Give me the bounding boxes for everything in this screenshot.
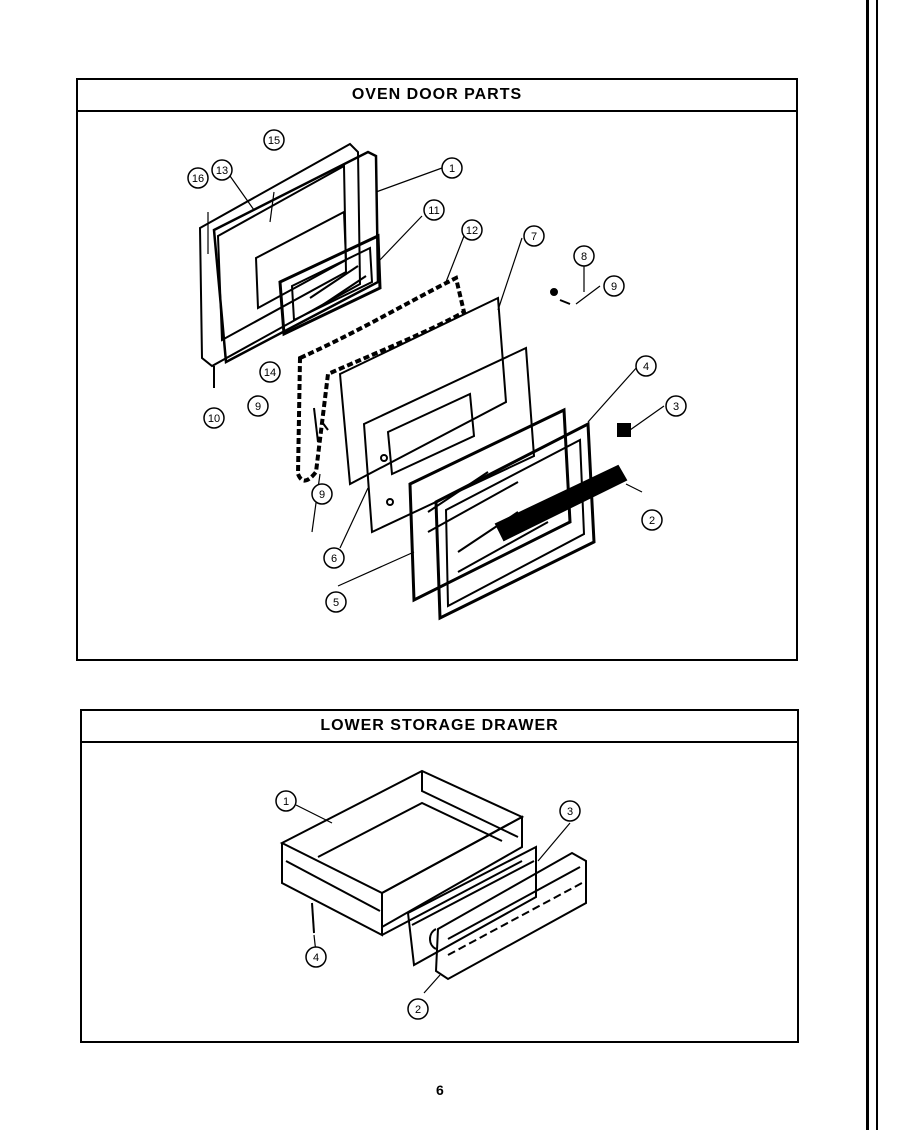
callout-8: 8 bbox=[573, 245, 595, 267]
oven-door-diagram bbox=[198, 142, 665, 621]
page-number: 6 bbox=[436, 1082, 444, 1098]
svg-text:2: 2 bbox=[649, 515, 655, 527]
inner-glass bbox=[408, 407, 572, 603]
drawer-diagram: 1 2 3 4 bbox=[275, 769, 587, 1020]
svg-text:1: 1 bbox=[449, 163, 455, 175]
callout-10: 10 bbox=[203, 407, 225, 429]
callout-5: 5 bbox=[325, 591, 347, 613]
svg-text:11: 11 bbox=[428, 205, 439, 217]
svg-text:5: 5 bbox=[333, 597, 339, 609]
callout-11: 11 bbox=[423, 199, 445, 221]
oven-door-panel: OVEN DOOR PARTS bbox=[76, 78, 798, 661]
callout-16: 16 bbox=[187, 167, 209, 189]
outer-glass bbox=[434, 421, 596, 621]
page-edge-line-outer bbox=[876, 0, 878, 1130]
drawer-callout-2: 2 bbox=[407, 998, 429, 1020]
drawer-title: LOWER STORAGE DRAWER bbox=[82, 711, 797, 743]
svg-text:13: 13 bbox=[216, 165, 228, 177]
door-gasket bbox=[295, 275, 467, 483]
drawer-box bbox=[279, 769, 525, 895]
svg-text:14: 14 bbox=[264, 367, 276, 379]
callout-7: 7 bbox=[523, 225, 545, 247]
svg-text:9: 9 bbox=[319, 489, 325, 501]
callout-12: 12 bbox=[461, 219, 483, 241]
drawer-callout-1: 1 bbox=[275, 790, 297, 812]
oven-door-callouts: 1 2 3 4 5 6 7 8 9 9 9 10 11 12 13 14 15 … bbox=[187, 129, 687, 613]
callout-13: 13 bbox=[211, 159, 233, 181]
callout-2: 2 bbox=[641, 509, 663, 531]
callout-3: 3 bbox=[665, 395, 687, 417]
svg-text:4: 4 bbox=[313, 952, 319, 964]
drawer-rail bbox=[434, 851, 587, 981]
callout-9c: 9 bbox=[311, 483, 333, 505]
svg-text:3: 3 bbox=[567, 806, 573, 818]
drawer-panel: LOWER STORAGE DRAWER bbox=[80, 709, 799, 1043]
callout-9b: 9 bbox=[247, 395, 269, 417]
svg-text:4: 4 bbox=[643, 361, 649, 373]
oven-door-title: OVEN DOOR PARTS bbox=[78, 80, 796, 112]
drawer-front bbox=[281, 843, 383, 937]
svg-text:9: 9 bbox=[611, 281, 617, 293]
drawer-screw bbox=[311, 902, 315, 934]
drawer-front-panel bbox=[406, 845, 537, 967]
door-insulation bbox=[338, 296, 508, 486]
svg-text:12: 12 bbox=[466, 225, 478, 237]
svg-text:8: 8 bbox=[581, 251, 587, 263]
page-edge-line bbox=[866, 0, 869, 1130]
door-liner bbox=[212, 150, 380, 364]
svg-text:7: 7 bbox=[531, 231, 537, 243]
outer-door-frame bbox=[198, 142, 362, 368]
door-handle bbox=[494, 464, 628, 542]
drawer-callout-4: 4 bbox=[305, 946, 327, 968]
svg-text:10: 10 bbox=[208, 413, 220, 425]
svg-text:3: 3 bbox=[673, 401, 679, 413]
svg-text:9: 9 bbox=[255, 401, 261, 413]
svg-text:2: 2 bbox=[415, 1004, 421, 1016]
callout-9a: 9 bbox=[603, 275, 625, 297]
svg-text:16: 16 bbox=[192, 173, 204, 185]
callout-4: 4 bbox=[635, 355, 657, 377]
svg-text:1: 1 bbox=[283, 796, 289, 808]
callout-15: 15 bbox=[263, 129, 285, 151]
inner-panel bbox=[362, 346, 536, 534]
window-frame bbox=[278, 233, 382, 337]
callout-14: 14 bbox=[259, 361, 281, 383]
callout-6: 6 bbox=[323, 547, 345, 569]
svg-text:15: 15 bbox=[268, 135, 280, 147]
callout-1: 1 bbox=[441, 157, 463, 179]
svg-text:6: 6 bbox=[331, 553, 337, 565]
drawer-callout-3: 3 bbox=[559, 800, 581, 822]
